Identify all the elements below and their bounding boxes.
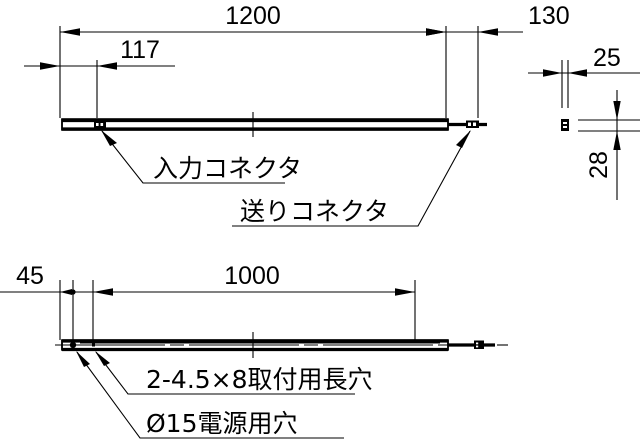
tick-45-a (60, 289, 72, 295)
output-connector-pin-2 (476, 345, 479, 348)
label-power-hole: Ø15電源用穴 (146, 409, 298, 438)
arrow-top-28 (613, 101, 621, 120)
leader-line-mounting-slot (95, 351, 355, 395)
dimension-1000: 1000 (92, 262, 416, 340)
dim-130-text: 130 (528, 2, 570, 30)
end-profile-slot-2 (563, 126, 567, 128)
dim-1000-text: 1000 (224, 262, 280, 290)
dimension-1200: 1200 (59, 2, 447, 118)
bottom-view: 45 1000 (0, 262, 508, 439)
dimension-28: 28 (578, 90, 640, 200)
arrow-right-25 (568, 69, 587, 77)
leader-arrow-feed-connector (456, 130, 471, 148)
leader-feed-connector: 送りコネクタ (232, 130, 471, 227)
dimension-45: 45 (0, 262, 150, 340)
dimension-25: 25 (528, 44, 640, 108)
feed-connector-pin-2 (473, 122, 476, 126)
bar-profile-top-view (61, 112, 449, 137)
arrow-right-117 (97, 62, 117, 70)
arrow-left-1000 (93, 288, 113, 296)
label-feed-connector: 送りコネクタ (240, 197, 389, 226)
dim-117-text: 117 (120, 36, 160, 64)
end-profile-slot-1 (563, 122, 567, 124)
dimension-130: 130 (410, 2, 570, 118)
leader-input-connector: 入力コネクタ (101, 130, 302, 184)
dim-25-text: 25 (593, 44, 621, 72)
label-mounting-slot: 2-4.5×8取付用長穴 (146, 365, 373, 394)
leader-line-feed-connector (232, 130, 471, 227)
end-section-body (561, 119, 569, 131)
input-connector-detail (94, 121, 106, 128)
input-connector-pin-1 (96, 123, 99, 126)
arrow-outer-130 (478, 28, 498, 36)
arrow-inner-130 (426, 28, 446, 36)
arrow-bottom-28 (613, 131, 621, 150)
leader-mounting-slot: 2-4.5×8取付用長穴 (95, 351, 373, 395)
feed-connector-detail (448, 120, 487, 128)
arrow-right-1000 (395, 288, 415, 296)
output-connector-pin-1 (476, 342, 479, 345)
dimension-117: 117 (24, 36, 175, 118)
leader-line-power-hole (76, 351, 344, 439)
feed-connector-body (466, 120, 479, 128)
leader-line-input-connector (101, 130, 285, 184)
end-view: 25 28 (528, 44, 640, 200)
dim-1200-text: 1200 (225, 2, 281, 30)
arrow-left-1200 (60, 28, 80, 36)
output-cable-assembly (448, 340, 508, 349)
leader-power-hole: Ø15電源用穴 (76, 351, 344, 439)
feed-connector-pin-1 (468, 122, 471, 126)
dim-28-text: 28 (585, 151, 613, 179)
tick-45-b (70, 289, 76, 295)
output-connector-body (474, 340, 484, 349)
arrow-left-25 (543, 69, 562, 77)
power-hole-marker (69, 341, 77, 349)
label-input-connector: 入力コネクタ (153, 154, 302, 183)
leader-arrow-input-connector (101, 130, 117, 146)
leader-arrow-mounting-slot (95, 351, 110, 366)
top-view: 1200 117 130 (24, 2, 570, 227)
bar-profile-bottom-view (55, 332, 449, 358)
leader-arrow-power-hole (76, 351, 90, 367)
end-profile-outline (561, 119, 569, 131)
input-connector-body (94, 121, 106, 128)
input-connector-pin-2 (100, 123, 104, 126)
dim-45-text: 45 (16, 262, 44, 290)
mounting-slot-marker (92, 343, 95, 347)
